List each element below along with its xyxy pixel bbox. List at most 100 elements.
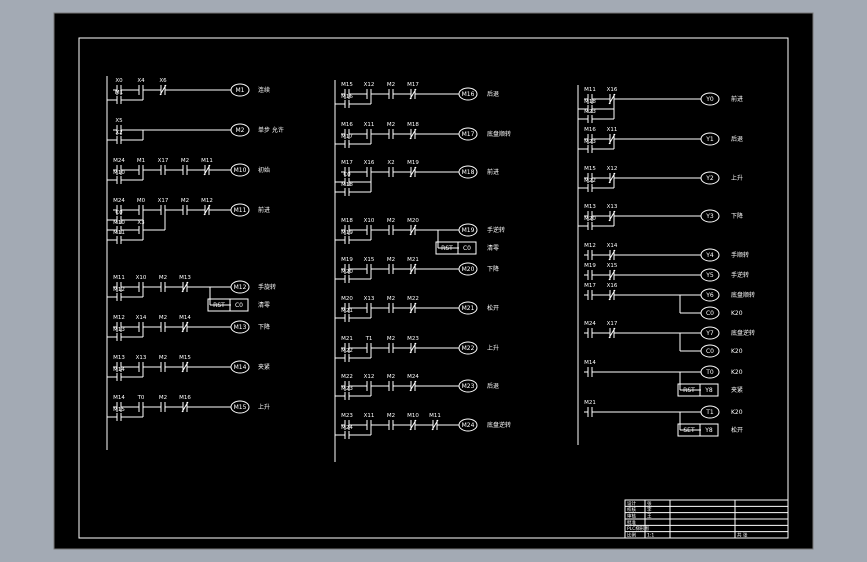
instruction-box [699, 383, 719, 397]
coil-note: 松开 [487, 304, 499, 312]
contact-label: M2 [387, 82, 395, 88]
coil-note: 上升 [487, 344, 499, 352]
coil-label: T1 [705, 409, 714, 416]
contact-label: M2 [387, 296, 395, 302]
contact-label: M13 [113, 327, 125, 333]
coil-note: 后退 [487, 382, 499, 390]
nc-slash [608, 93, 616, 105]
title-block-text: 校核 [627, 506, 636, 513]
contact-label: M2 [387, 218, 395, 224]
nc-slash [181, 361, 189, 373]
contact-label: M18 [341, 218, 353, 224]
contact-label: M23 [407, 336, 419, 342]
coil-note: 清零 [487, 244, 499, 252]
output-coil [230, 400, 250, 414]
contact-label: M16 [341, 122, 353, 128]
coil-note: 上升 [258, 403, 270, 411]
coil-note: 前进 [731, 95, 743, 103]
contact-label: X12 [607, 166, 618, 172]
instruction-label: C0 [235, 302, 243, 309]
output-coil [700, 306, 720, 320]
coil-label: Y5 [705, 272, 714, 279]
contact-label: X11 [364, 122, 375, 128]
nc-slash [431, 419, 439, 431]
nc-slash [608, 249, 616, 261]
coil-note: 下降 [258, 323, 270, 331]
output-coil [700, 405, 720, 419]
title-block-text: 审核 [627, 512, 636, 519]
contact-label: M24 [113, 198, 125, 204]
contact-label: X2 [115, 130, 122, 136]
output-coil [700, 365, 720, 379]
contact-label: M15 [341, 82, 353, 88]
output-coil [700, 171, 720, 185]
output-coil [458, 418, 478, 432]
output-coil [230, 163, 250, 177]
coil-label: M24 [462, 422, 475, 429]
contact-label: M2 [181, 158, 189, 164]
nc-slash [409, 128, 417, 140]
coil-label: M17 [462, 131, 475, 138]
contact-label: C0 [343, 172, 351, 178]
contact-label: M20 [341, 296, 353, 302]
contact-label: M2 [159, 395, 167, 401]
title-block-text: 比例 [627, 531, 636, 538]
nc-slash [608, 289, 616, 301]
coil-label: M20 [462, 266, 475, 273]
output-coil [700, 92, 720, 106]
contact-label: T0 [137, 395, 145, 401]
contact-label: M16 [341, 94, 353, 100]
contact-label: M18 [341, 182, 353, 188]
contact-label: M15 [584, 166, 596, 172]
contact-label: X6 [159, 78, 167, 84]
contact-label: M14 [179, 315, 191, 321]
coil-label: M14 [234, 364, 247, 371]
output-coil [230, 123, 250, 137]
coil-note: 单步 允许 [258, 126, 284, 134]
contact-label: X0 [115, 78, 123, 84]
coil-note: 后退 [487, 90, 499, 98]
contact-label: M18 [584, 99, 596, 105]
coil-note: 上升 [731, 174, 743, 182]
coil-label: Y7 [705, 330, 714, 337]
coil-note: 清零 [258, 301, 270, 309]
output-coil [230, 203, 250, 217]
contact-label: M2 [387, 336, 395, 342]
contact-label: M11 [113, 275, 125, 281]
contact-label: M2 [387, 413, 395, 419]
contact-label: M17 [341, 160, 353, 166]
output-coil [230, 360, 250, 374]
instruction-box [457, 241, 477, 255]
contact-label: M20 [341, 269, 353, 275]
contact-label: M21 [407, 257, 419, 263]
coil-note: 底盘顺转 [731, 291, 755, 299]
coil-note: 初始 [258, 166, 270, 174]
instruction-label: RST [213, 302, 225, 309]
output-coil [700, 209, 720, 223]
title-block-text: 张 [647, 500, 652, 507]
nc-slash [159, 84, 167, 96]
coil-label: M21 [462, 305, 475, 312]
output-coil [458, 127, 478, 141]
contact-label: X5 [115, 118, 123, 124]
contact-label: M22 [341, 348, 353, 354]
contact-label: M12 [113, 315, 125, 321]
output-coil [458, 262, 478, 276]
contact-label: M22 [341, 374, 353, 380]
drawing-sheet [53, 12, 814, 550]
coil-note: 下降 [487, 265, 499, 273]
instruction-label: Y8 [704, 387, 713, 394]
contact-label: M24 [407, 374, 419, 380]
output-coil [458, 165, 478, 179]
contact-label: M19 [341, 230, 353, 236]
contact-label: M14 [113, 367, 125, 373]
